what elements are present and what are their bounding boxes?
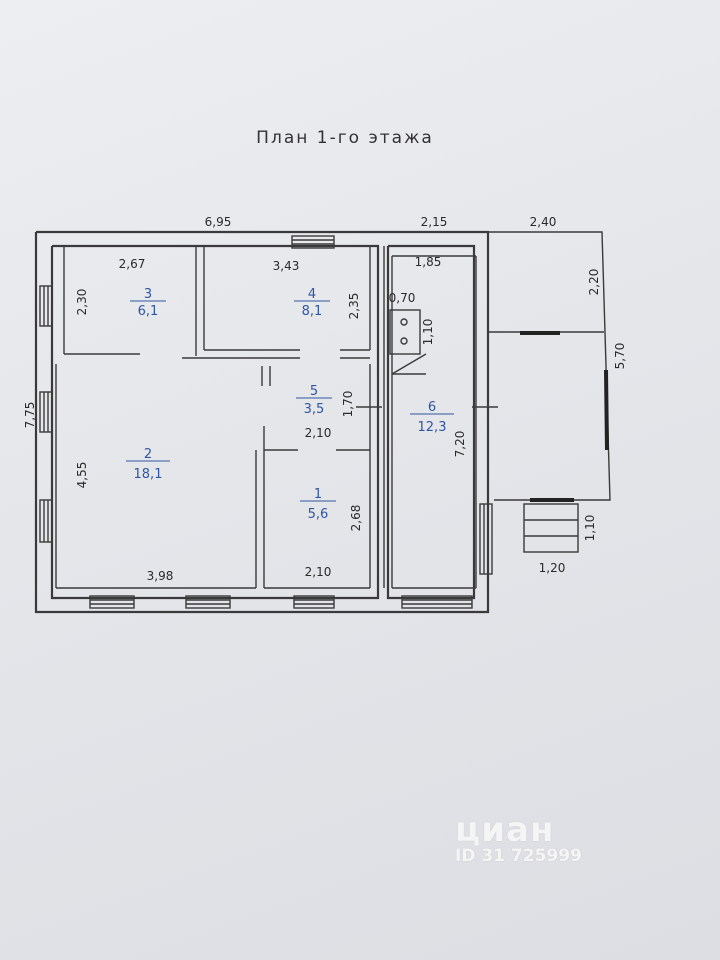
windows [39, 235, 493, 609]
room-4-label: 4 8,1 [294, 287, 330, 319]
dim-porch-width: 1,20 [539, 561, 566, 575]
dim-mid-width: 2,15 [421, 215, 448, 229]
watermark-id: ID 31 725999 [455, 846, 582, 866]
dim-porch-height: 1,10 [583, 515, 597, 542]
porch-steps [523, 503, 579, 553]
dim-r5-side: 1,70 [341, 391, 355, 418]
room-4-area: 8,1 [302, 304, 323, 319]
room-4-number: 4 [308, 287, 316, 302]
dim-r3-top: 2,67 [119, 257, 146, 271]
dim-r4-top: 3,43 [273, 259, 300, 273]
dim-total-width: 6,95 [205, 215, 232, 229]
dim-r1-side: 2,68 [349, 505, 363, 532]
dim-right-width: 2,40 [530, 215, 557, 229]
dim-r2-side: 4,55 [75, 462, 89, 489]
dim-boiler-width: 0,70 [389, 291, 416, 305]
room-5-number: 5 [310, 384, 318, 399]
room-3-number: 3 [144, 287, 152, 302]
dim-r4-side: 2,35 [347, 293, 361, 320]
room-1-area: 5,6 [308, 507, 329, 522]
dim-r3-side: 2,30 [75, 289, 89, 316]
room-6-area: 12,3 [418, 420, 447, 435]
room-1-number: 1 [314, 487, 322, 502]
room-3-area: 6,1 [138, 304, 159, 319]
dim-r6-side: 7,20 [453, 431, 467, 458]
terrace [488, 231, 611, 502]
room-2-label: 2 18,1 [126, 447, 170, 482]
dim-terrace-full: 5,70 [613, 343, 627, 370]
dim-r2-bottom: 3,98 [147, 569, 174, 583]
dim-r5-bottom: 2,10 [305, 426, 332, 440]
room-6-number: 6 [428, 400, 436, 415]
room-1-label: 1 5,6 [300, 487, 336, 522]
room-3-label: 3 6,1 [130, 287, 166, 319]
dim-r1-bottom: 2,10 [305, 565, 332, 579]
watermark: циан ID 31 725999 [455, 810, 582, 866]
dim-terrace-upper: 2,20 [587, 269, 601, 296]
dim-boiler-height: 1,10 [421, 319, 435, 346]
room-2-area: 18,1 [134, 467, 163, 482]
boiler-block [389, 309, 427, 375]
watermark-logo: циан [455, 810, 555, 850]
room-2-number: 2 [144, 447, 152, 462]
dim-r6-top: 1,85 [415, 255, 442, 269]
outer-walls [34, 230, 490, 614]
plan-title: План 1-го этажа [256, 128, 434, 148]
room-5-area: 3,5 [304, 402, 325, 417]
room-5-label: 5 3,5 [296, 384, 332, 417]
room-6-label: 6 12,3 [410, 400, 454, 435]
dim-total-height: 7,75 [23, 402, 37, 429]
interior-walls [55, 246, 498, 589]
